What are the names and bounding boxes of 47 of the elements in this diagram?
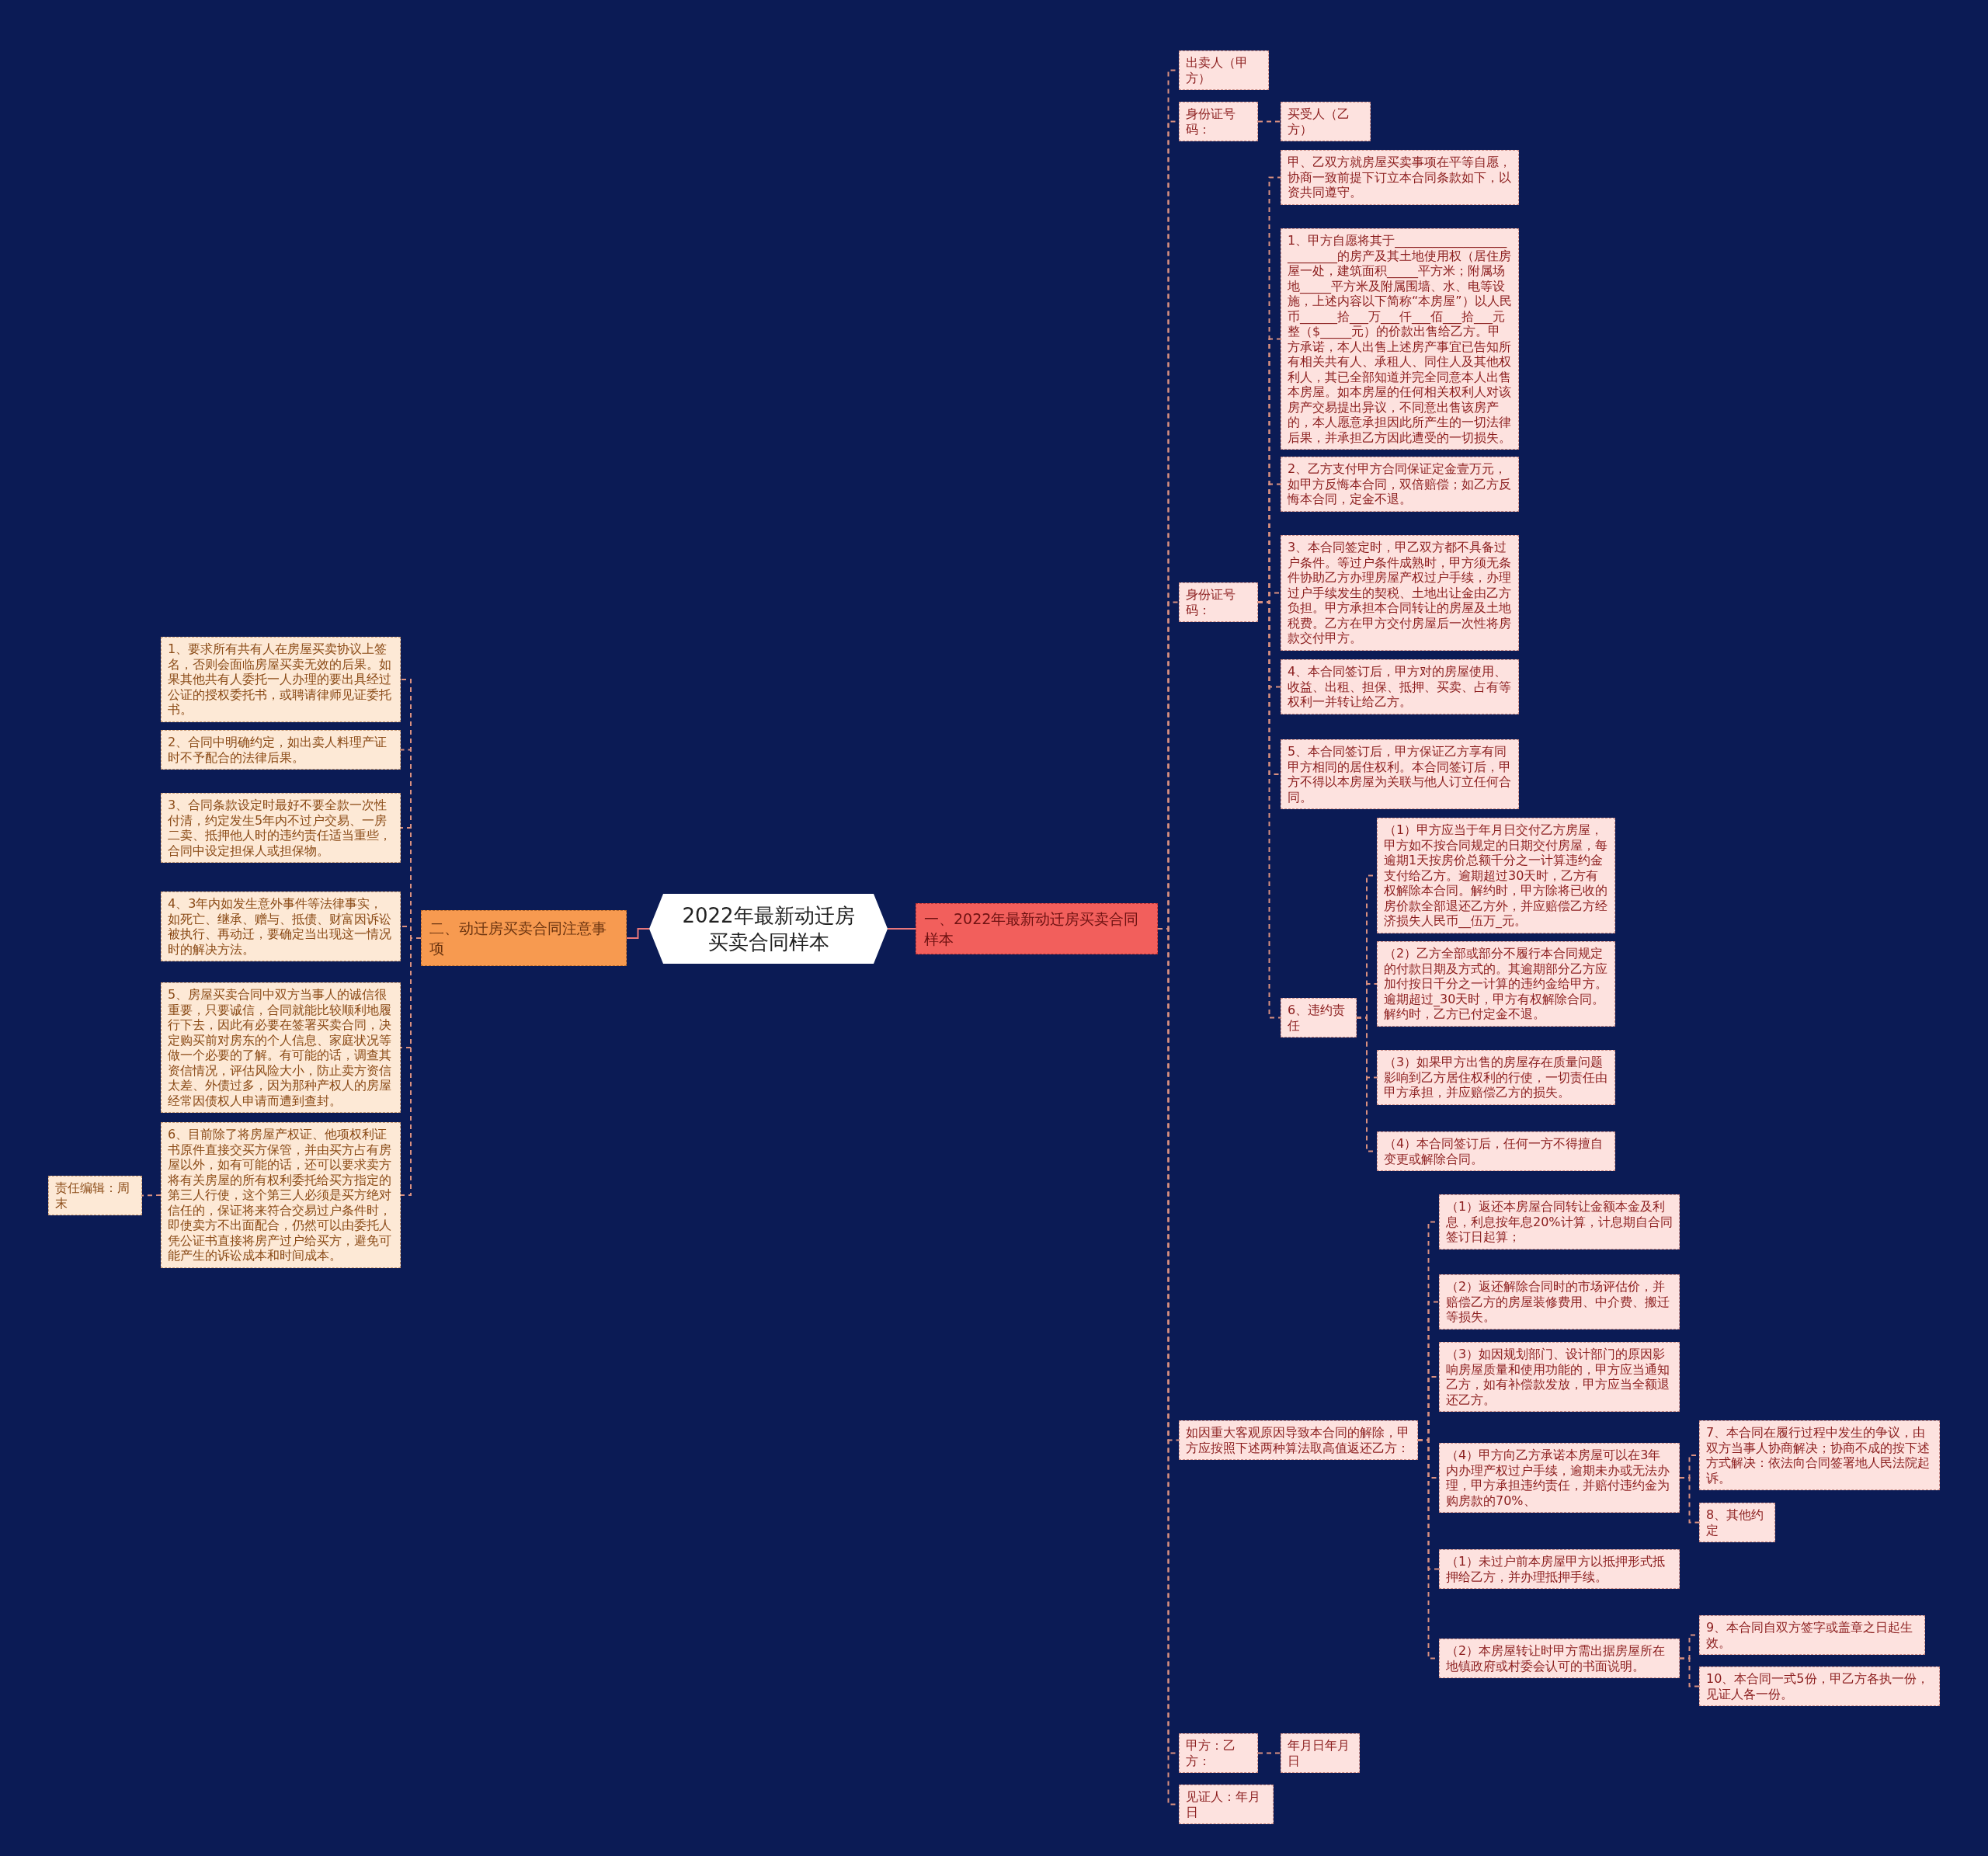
- topic-box: 4、本合同签订后，甲方对的房屋使用、收益、出租、担保、抵押、买卖、占有等权利一并转让给乙方。: [1281, 659, 1519, 714]
- topic-box: （2）返还解除合同时的市场评估价，并赔偿乙方的房屋装修费用、中介费、搬迁等损失。: [1439, 1274, 1680, 1329]
- connector-line: [141, 1194, 162, 1197]
- topic-box: 6、目前除了将房屋产权证、他项权利证书原件直接交买方保管，并由买方占有房屋以外，如有可能的话，还可以要求卖方将有关房屋的所有权利委托给买方指定的第三人行使，这个第三人必须是买方绝对信任的，保证将来符合交易过户条件时，即使卖方不出面配合，仍然可以由委托人凭公证书直接将房产过户给买方，避免可能产生的诉讼成本和时间成本。: [161, 1122, 401, 1268]
- topic-box: （3）如果甲方出售的房屋存在质量问题影响到乙方居住权利的行使，一切责任由甲方承担，并应赔偿乙方的损失。: [1377, 1050, 1615, 1105]
- topic-box: 买受人（乙方）: [1281, 102, 1371, 141]
- topic-box: 1、要求所有共有人在房屋买卖协议上签名，否则会面临房屋买卖无效的后果。如果其他共有人委托一人办理的要出具经过公证的授权委托书，或聘请律师见证委托书。: [161, 637, 401, 722]
- topic-box: 3、合同条款设定时最好不要全款一次性付清，约定发生5年内不过户交易、一房二卖、抵押他人时的违约责任适当重些，合同中设定担保人或担保物。: [161, 793, 401, 863]
- topic-box: （4）本合同签订后，任何一方不得擅自变更或解除合同。: [1377, 1131, 1615, 1171]
- topic-box: 甲、乙双方就房屋买卖事项在平等自愿，协商一致前提下订立本合同条款如下，以资共同遵守。: [1281, 150, 1519, 205]
- topic-box: （2）乙方全部或部分不履行本合同规定的付款日期及方式的。其逾期部分乙方应加付按日千分之一计算的违约金给甲方。逾期超过_30天时，甲方有权解除合同。解约时，乙方已付定金不退。: [1377, 941, 1615, 1027]
- topic-box: 1、甲方自愿将其于__________________________的房产及其土地使用权（居住房屋一处，建筑面积_____平方米；附属场地_____平方米及附属围墙、水、电等设施，上述内容以下简称“本房屋”）以人民币______拾___万___仟___佰___拾___元整（$_____元）的价款出售给乙方。甲方承诺，本人出售上述房产事宜已告知所有相关共有人、承租人、同住人及其他权利人，其已全部知道并完全同意本人出售本房屋。如本房屋的任何相关权利人对该房产交易提出异议，不同意出售该房产的，本人愿意承担因此所产生的一切法律后果，并承担乙方因此遭受的一切损失。: [1281, 228, 1519, 450]
- topic-box: 10、本合同一式5份，甲乙方各执一份，见证人各一份。: [1699, 1667, 1940, 1706]
- topic-box: 8、其他约定: [1699, 1503, 1775, 1542]
- connector-line: [400, 937, 422, 1196]
- topic-box: 身份证号码：: [1179, 582, 1258, 622]
- connector-line: [1257, 120, 1281, 123]
- topic-box: 如因重大客观原因导致本合同的解除，甲方应按照下述两种算法取高值返还乙方：: [1179, 1420, 1418, 1460]
- topic-box: （3）如因规划部门、设计部门的原因影响房屋质量和使用功能的，甲方应当通知乙方，如有补偿款发放，甲方应当全额退还乙方。: [1439, 1342, 1680, 1412]
- topic-box: 2、乙方支付甲方合同保证定金壹万元，如甲方反悔本合同，双倍赔偿；如乙方反悔本合同，定金不退。: [1281, 457, 1519, 512]
- connector-line: [1679, 1657, 1700, 1687]
- topic-box: 2、合同中明确约定，如出卖人料理产证时不予配合的法律后果。: [161, 730, 401, 770]
- connector-line: [887, 928, 916, 930]
- central-topic: 2022年最新动迁房买卖合同样本: [649, 894, 888, 964]
- topic-box: （2）本房屋转让时甲方需出据房屋所在地镇政府或村委会认可的书面说明。: [1439, 1639, 1680, 1678]
- topic-box: 甲方：乙方：: [1179, 1733, 1258, 1773]
- connector-line: [1257, 1752, 1281, 1754]
- topic-box: 4、3年内如发生意外事件等法律事实，如死亡、继承、赠与、抵债、财富因诉讼被执行、再动迁，要确定当出现这一情况时的解决方法。: [161, 892, 401, 961]
- topic-box: （4）甲方向乙方承诺本房屋可以在3年内办理产权过户手续，逾期未办或无法办理，甲方承担违约责任，并赔付违约金为购房款的70%、: [1439, 1443, 1680, 1513]
- topic-box: 责任编辑：周末: [48, 1176, 142, 1215]
- topic-box: 3、本合同签定时，甲乙双方都不具备过户条件。等过户条件成熟时，甲方须无条件协助乙方办理房屋产权过户手续，办理过户手续发生的契税、土地出让金由乙方负担。甲方承担本合同转让的房屋及土地税费。乙方在甲方交付房屋后一次性将房款交付甲方。: [1281, 535, 1519, 651]
- topic-box: 5、本合同签订后，甲方保证乙方享有同甲方相同的居住权利。本合同签订后，甲方不得以本房屋为关联与他人订立任何合同。: [1281, 739, 1519, 809]
- topic-box: 出卖人（甲方）: [1179, 50, 1269, 90]
- branch-topic: 一、2022年最新动迁房买卖合同样本: [916, 903, 1158, 954]
- topic-box: （1）未过户前本房屋甲方以抵押形式抵押给乙方，并办理抵押手续。: [1439, 1549, 1680, 1589]
- topic-box: 年月日年月日: [1281, 1733, 1360, 1773]
- topic-box: 见证人：年月日: [1179, 1785, 1274, 1824]
- topic-box: 9、本合同自双方签字或盖章之日起生效。: [1699, 1615, 1925, 1655]
- connector-line: [1679, 1477, 1700, 1524]
- topic-box: 7、本合同在履行过程中发生的争议，由双方当事人协商解决；协商不成的按下述方式解决：依法向合同签署地人民法院起诉。: [1699, 1420, 1940, 1490]
- topic-box: 6、违约责任: [1281, 998, 1357, 1037]
- topic-box: 5、房屋买卖合同中双方当事人的诚信很重要，只要诚信，合同就能比较顺利地履行下去，因此有必要在签署买卖合同，决定购买前对房东的个人信息、家庭状况等做一个必要的了解。有可能的话，调查其资信情况，评估风险大小，防止卖方资信太差、外债过多，因为那种产权人的房屋经常因债权人申请而遭到查封。: [161, 982, 401, 1113]
- topic-box: （1）返还本房屋合同转让金额本金及利息，利息按年息20%计算，计息期自合同签订日起算；: [1439, 1194, 1680, 1249]
- branch-topic: 二、动迁房买卖合同注意事项: [421, 910, 627, 966]
- topic-box: （1）甲方应当于年月日交付乙方房屋，甲方如不按合同规定的日期交付房屋，每逾期1天按房价总额千分之一计算违约金支付给乙方。逾期超过30天时，乙方有权解除本合同。解约时，甲方除将已收的房价款全部退还乙方外，并应赔偿乙方经济损失人民币__伍万_元。: [1377, 818, 1615, 933]
- topic-box: 身份证号码：: [1179, 102, 1258, 141]
- connector-line: [626, 928, 650, 939]
